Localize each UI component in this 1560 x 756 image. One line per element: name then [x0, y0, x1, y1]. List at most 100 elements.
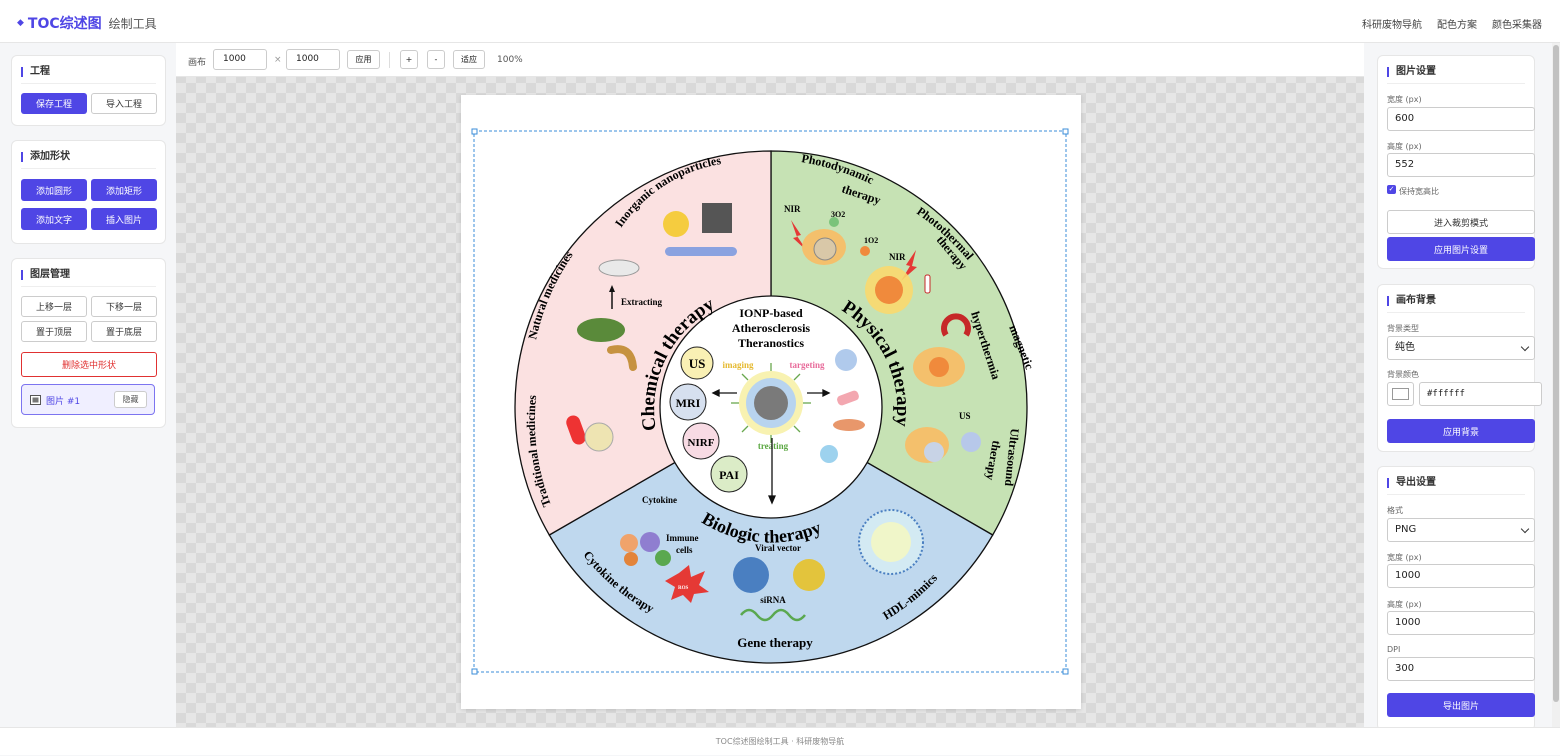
- nirf-label: NIRF: [688, 437, 715, 449]
- footer: TOC综述图绘制工具 · 科研废物导航: [0, 727, 1560, 755]
- us-label: US: [689, 356, 706, 371]
- background-title: 画布背景: [1387, 296, 1534, 306]
- center-arrows: [711, 388, 831, 505]
- background-card: 画布背景 背景类型 纯色 背景颜色 #ffffff 应用背景: [1377, 284, 1542, 452]
- resize-handle[interactable]: [1062, 128, 1069, 135]
- us-wave-label: US: [959, 411, 971, 421]
- treating-label: treating: [758, 441, 789, 451]
- background-type-select[interactable]: 纯色: [1387, 336, 1535, 360]
- send-to-back-button[interactable]: 置于底层: [91, 321, 157, 342]
- export-width-input[interactable]: 1000: [1387, 564, 1535, 588]
- extracting-label: Extracting: [621, 297, 662, 307]
- zoom-in-button[interactable]: +: [400, 50, 418, 69]
- nav-link-color-picker[interactable]: 颜色采集器: [1492, 20, 1542, 31]
- app-header: ◆ TOC综述图 绘制工具 科研废物导航 配色方案 颜色采集器: [0, 0, 1560, 43]
- export-title: 导出设置: [1387, 478, 1534, 488]
- nanoparticle-ligands: [731, 363, 811, 443]
- crop-mode-button[interactable]: 进入裁剪模式: [1387, 210, 1535, 234]
- layer-label: 图片 #1: [46, 397, 81, 407]
- image-settings-title: 图片设置: [1387, 67, 1534, 77]
- move-down-button[interactable]: 下移一层: [91, 296, 157, 317]
- bring-to-front-button[interactable]: 置于顶层: [21, 321, 87, 342]
- hide-layer-button[interactable]: 隐藏: [114, 391, 147, 408]
- nav-link-waste-nav[interactable]: 科研废物导航: [1362, 20, 1422, 31]
- background-color-label: 背景颜色: [1387, 370, 1419, 379]
- smooth-muscle-cell-icon: [833, 419, 865, 431]
- export-height-input[interactable]: 1000: [1387, 611, 1535, 635]
- triplet-oxygen-label: 3O2: [831, 210, 845, 219]
- toolbar-divider: [389, 52, 390, 68]
- insert-image-button[interactable]: 插入图片: [91, 208, 157, 230]
- add-text-button[interactable]: 添加文字: [21, 208, 87, 230]
- magnet-icon: [941, 313, 971, 337]
- gold-np-icon: [663, 211, 689, 237]
- keep-ratio-checkbox[interactable]: ✓: [1387, 185, 1396, 194]
- move-up-button[interactable]: 上移一层: [21, 296, 87, 317]
- pill-icon: [584, 422, 614, 452]
- add-circle-button[interactable]: 添加圆形: [21, 179, 87, 201]
- export-image-button[interactable]: 导出图片: [1387, 693, 1535, 717]
- image-height-label: 高度 (px): [1387, 142, 1422, 151]
- app-logo[interactable]: ◆ TOC综述图 绘制工具: [17, 13, 157, 33]
- diamond-icon: ◆: [17, 18, 24, 28]
- nav-link-color-schemes[interactable]: 配色方案: [1437, 20, 1477, 31]
- divider: [21, 83, 156, 84]
- resize-handle[interactable]: [1062, 668, 1069, 675]
- ros-label: ROS: [678, 586, 689, 591]
- import-project-button[interactable]: 导入工程: [91, 93, 157, 114]
- dpi-label: DPI: [1387, 645, 1401, 654]
- divider: [1387, 83, 1525, 84]
- zoom-out-button[interactable]: -: [427, 50, 445, 69]
- mri-circle: [669, 383, 707, 421]
- rod-np-icon: [665, 247, 737, 256]
- scrollbar[interactable]: [1552, 43, 1560, 727]
- hdl-mimic-core: [871, 522, 911, 562]
- apply-image-settings-button[interactable]: 应用图片设置: [1387, 237, 1535, 261]
- imaging-label: imaging: [722, 360, 754, 370]
- color-swatch[interactable]: [1387, 382, 1414, 406]
- canvas-width-input[interactable]: 1000: [213, 49, 267, 70]
- cell-nucleus: [813, 237, 837, 261]
- layers-title: 图层管理: [21, 270, 165, 280]
- apply-canvas-button[interactable]: 应用: [347, 50, 380, 69]
- image-width-input[interactable]: 600: [1387, 107, 1535, 131]
- format-select[interactable]: PNG: [1387, 518, 1535, 542]
- immune-cell-icon: [655, 550, 671, 566]
- canvas-toolbar: 画布 1000 × 1000 应用 + - 适应 100%: [176, 43, 1364, 77]
- resize-handle[interactable]: [471, 668, 478, 675]
- us-cell-core: [924, 442, 944, 462]
- background-type-label: 背景类型: [1387, 324, 1419, 333]
- canvas-label: 画布: [188, 58, 207, 68]
- image-settings-card: 图片设置 宽度 (px) 600 高度 (px) 552 ✓ 保持宽高比 进入裁…: [1377, 55, 1535, 269]
- format-value: PNG: [1395, 524, 1417, 535]
- save-project-button[interactable]: 保存工程: [21, 93, 87, 114]
- ultrasound-therapy-label: therapy: [983, 439, 1004, 481]
- fit-button[interactable]: 适应: [453, 50, 485, 69]
- toc-figure[interactable]: IONP-based Atherosclerosis Theranostics …: [461, 95, 1081, 709]
- shapes-card: 添加形状 添加圆形 添加矩形 添加文字 插入图片: [11, 140, 166, 244]
- dpi-input[interactable]: 300: [1387, 657, 1535, 681]
- resize-handle[interactable]: [471, 128, 478, 135]
- immune-label: Immune: [666, 533, 699, 543]
- gene-therapy-label: Gene therapy: [737, 635, 813, 650]
- chevron-down-icon: [1520, 524, 1530, 534]
- add-rect-button[interactable]: 添加矩形: [91, 179, 157, 201]
- compound-cluster-icon: [598, 259, 640, 277]
- ginseng-icon: [607, 345, 637, 371]
- zoom-level: 100%: [497, 55, 523, 65]
- project-card: 工程 保存工程 导入工程: [11, 55, 166, 126]
- delete-shape-button[interactable]: 删除选中形状: [21, 352, 157, 377]
- immune-cell-icon: [624, 552, 638, 566]
- canvas-paper[interactable]: IONP-based Atherosclerosis Theranostics …: [461, 95, 1081, 709]
- background-color-input[interactable]: #ffffff: [1419, 382, 1542, 406]
- export-card: 导出设置 格式 PNG 宽度 (px) 1000 高度 (px) 1000 DP…: [1377, 466, 1535, 731]
- layer-item[interactable]: 图片 #1 隐藏: [21, 384, 155, 415]
- divider: [1387, 312, 1525, 313]
- canvas-height-input[interactable]: 1000: [286, 49, 340, 70]
- scrollbar-thumb[interactable]: [1553, 45, 1559, 702]
- apply-background-button[interactable]: 应用背景: [1387, 419, 1535, 443]
- image-height-input[interactable]: 552: [1387, 153, 1535, 177]
- capsule-icon: [566, 415, 586, 445]
- keep-ratio-label: 保持宽高比: [1399, 187, 1439, 196]
- top-nav: 科研废物导航 配色方案 颜色采集器: [1362, 16, 1542, 31]
